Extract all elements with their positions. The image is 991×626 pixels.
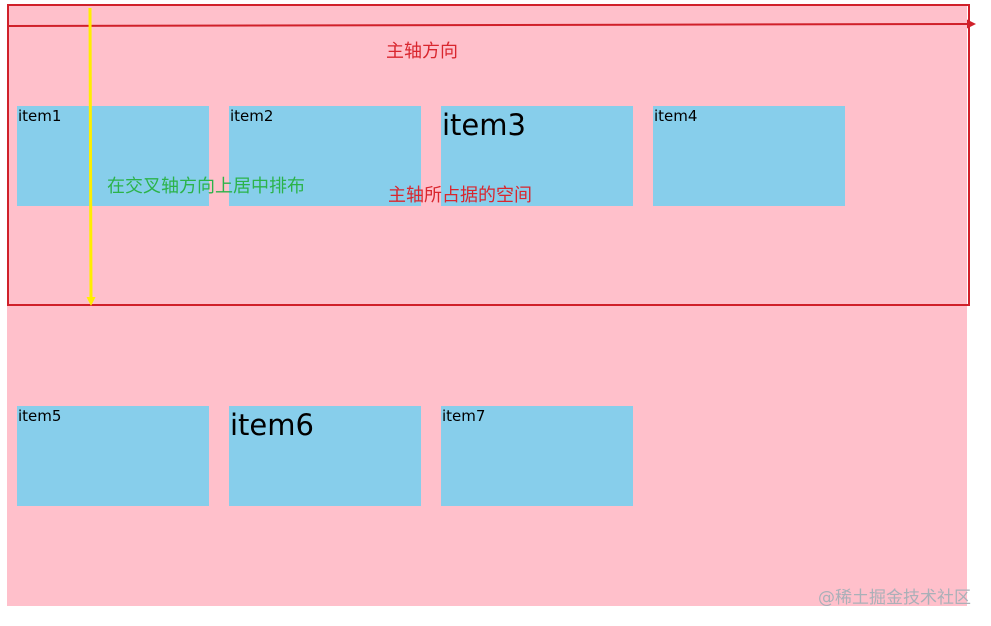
- flex-item-3: item3: [441, 106, 633, 206]
- item-label: item5: [18, 407, 62, 425]
- item-label: item7: [442, 407, 486, 425]
- main-axis-direction-label: 主轴方向: [386, 41, 458, 62]
- main-axis-space-label: 主轴所占据的空间: [388, 185, 532, 206]
- item-label: item6: [230, 408, 314, 442]
- flex-item-6: item6: [229, 406, 421, 506]
- main-axis-space-box: [7, 4, 970, 306]
- watermark: @稀土掘金技术社区: [818, 588, 971, 608]
- item-label: item4: [654, 107, 698, 125]
- item-label: item1: [18, 107, 62, 125]
- flex-item-7: item7: [441, 406, 633, 506]
- cross-axis-centered-label: 在交叉轴方向上居中排布: [107, 176, 305, 197]
- flex-item-4: item4: [653, 106, 845, 206]
- flex-item-2: item2: [229, 106, 421, 206]
- flex-item-1: item1: [17, 106, 209, 206]
- item-label: item2: [230, 107, 274, 125]
- flex-item-5: item5: [17, 406, 209, 506]
- item-label: item3: [442, 108, 526, 142]
